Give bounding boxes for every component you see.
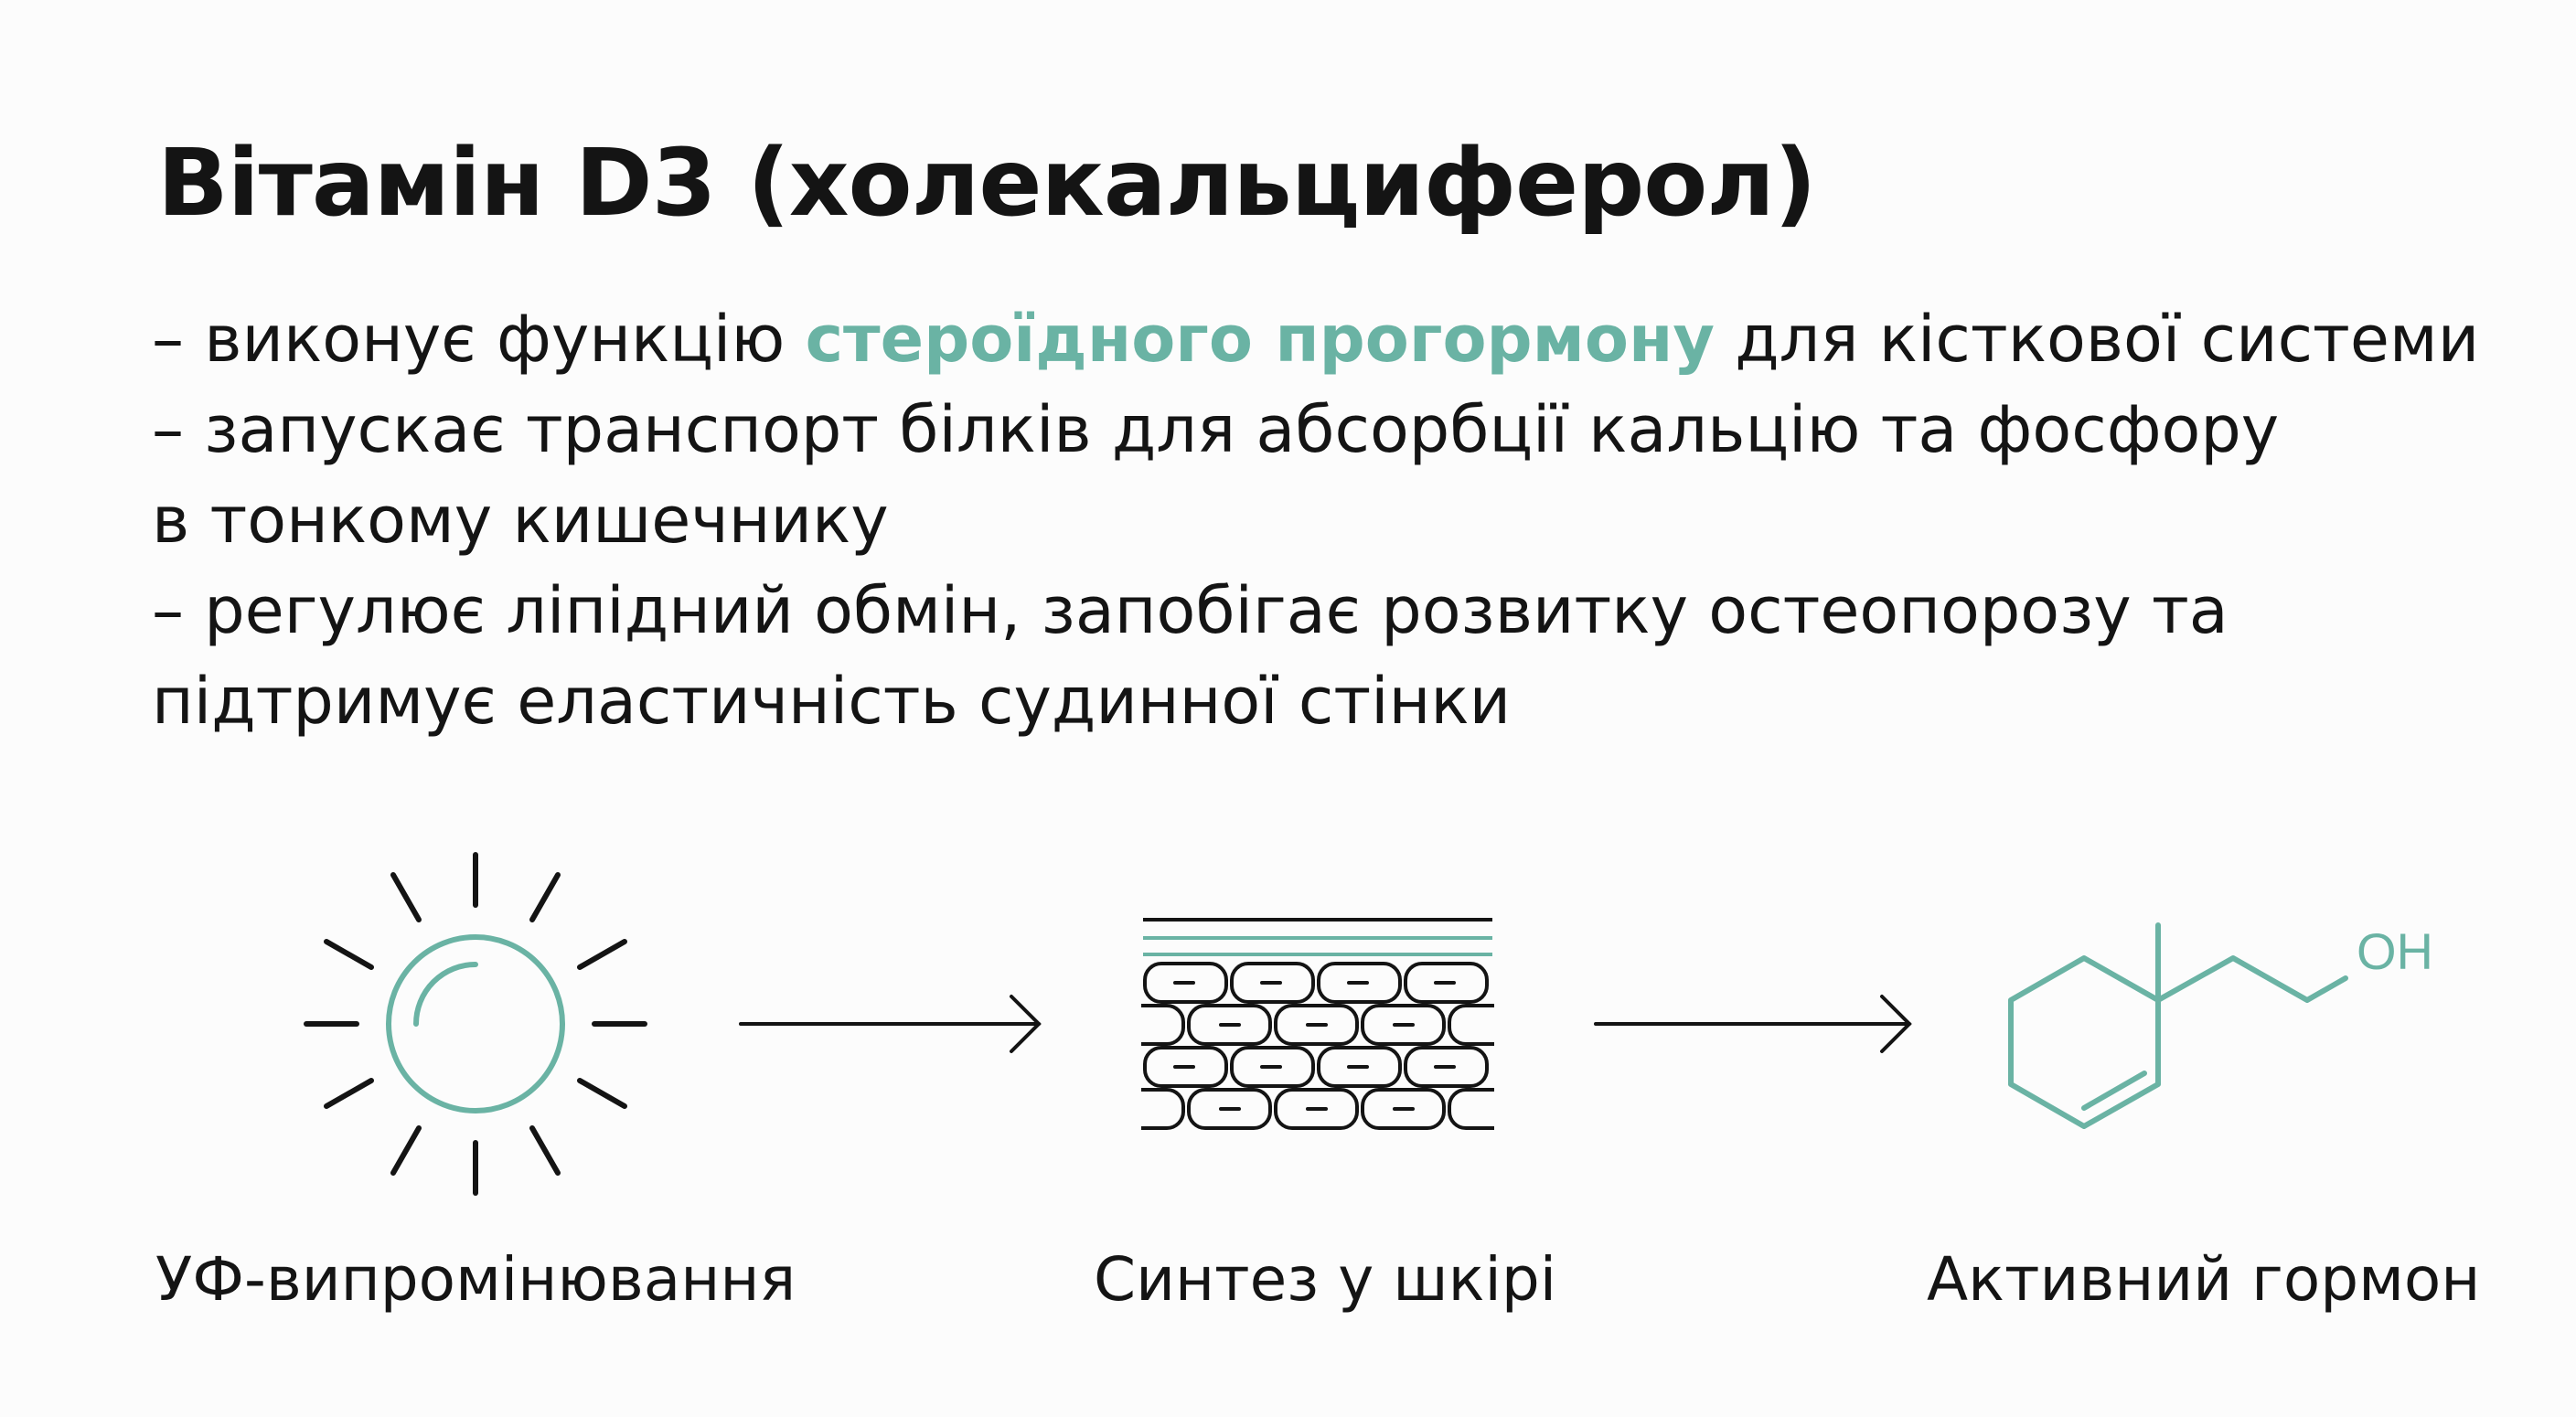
bullet-1-suffix: для кісткової системи <box>1714 302 2480 377</box>
molecule-icon: OH <box>2008 922 2433 1129</box>
arrow-right-icon <box>1594 995 1912 1053</box>
molecule-oh-label: OH <box>2357 922 2433 980</box>
slide-title: Вітамін D3 (холекальциферол) <box>157 129 1817 238</box>
arrow-right-icon <box>739 995 1042 1053</box>
bullet-1-highlight: стероїдного прогормону <box>805 302 1715 377</box>
skin-cells-icon <box>1141 918 1494 1130</box>
bullet-line-3: в тонкому кишечнику <box>152 483 889 558</box>
step-label-uv: УФ-випромінювання <box>155 1244 796 1315</box>
step-label-synthesis: Синтез у шкірі <box>1094 1244 1557 1315</box>
step-label-hormone: Активний гормон <box>1927 1244 2481 1315</box>
bullet-line-5: підтримує еластичність судинної стінки <box>152 664 1512 739</box>
bullet-list: – виконує функцію стероїдного прогормону… <box>152 294 2479 747</box>
sun-icon <box>304 852 647 1196</box>
bullet-line-1: – виконує функцію стероїдного прогормону… <box>152 294 2479 385</box>
bullet-1-prefix: – виконує функцію <box>152 302 806 377</box>
bullet-line-2: – запускає транспорт білків для абсорбці… <box>152 392 2280 467</box>
bullet-line-4: – регулює ліпідний обмін, запобігає розв… <box>152 573 2229 648</box>
